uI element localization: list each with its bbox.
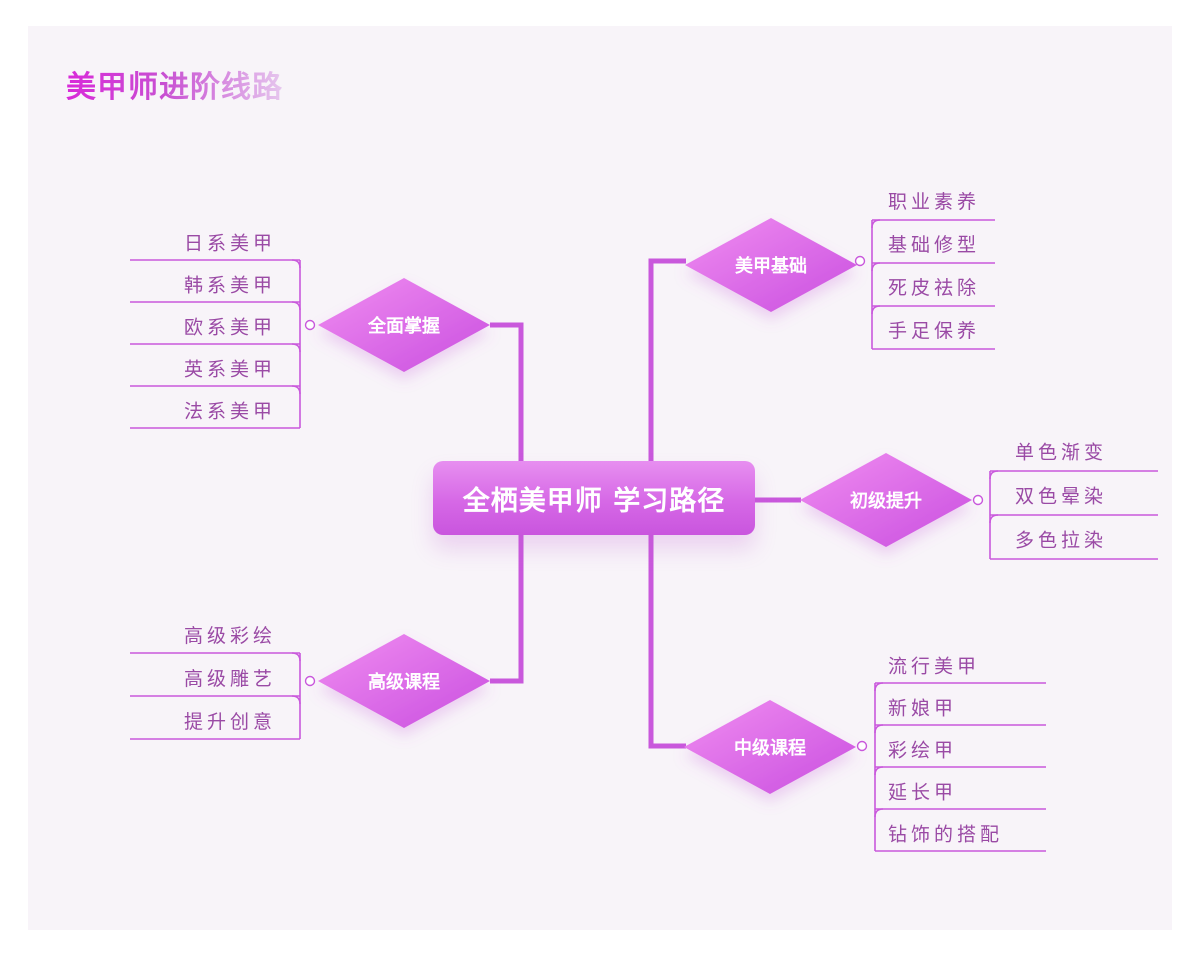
branch-1-bracket-hook bbox=[871, 219, 881, 229]
branch-1-item-4: 手足保养 bbox=[888, 320, 980, 342]
branch-4-bracket-hook bbox=[291, 385, 301, 395]
branch-2-item-2: 双色晕染 bbox=[1015, 486, 1107, 508]
branch-5-node[interactable]: 高级课程 bbox=[318, 634, 490, 728]
branch-4-item-2: 韩系美甲 bbox=[184, 275, 276, 297]
branch-2-item-1: 单色渐变 bbox=[1015, 442, 1107, 464]
branch-1-item-1: 职业素养 bbox=[888, 191, 980, 213]
branch-1-connector-dot bbox=[854, 255, 866, 267]
branch-4-connector-dot bbox=[304, 319, 316, 331]
branch-5-item-1: 高级彩绘 bbox=[184, 625, 276, 647]
branch-5-item-3: 提升创意 bbox=[184, 711, 276, 733]
branch-4-connector bbox=[490, 322, 524, 461]
branch-3-item-2: 新娘甲 bbox=[888, 698, 957, 720]
branch-2-diamond bbox=[800, 453, 972, 547]
branch-1-node[interactable]: 美甲基础 bbox=[685, 218, 857, 312]
branch-4-item-3: 欧系美甲 bbox=[184, 317, 276, 339]
branch-4-bracket-hook bbox=[291, 343, 301, 353]
branch-5-connector-dot bbox=[304, 675, 316, 687]
branch-3-bracket-hook bbox=[874, 724, 884, 734]
branch-3-connector-dot bbox=[856, 740, 868, 752]
branch-1-item-3: 死皮祛除 bbox=[888, 277, 980, 299]
branch-4-bracket-hook bbox=[291, 259, 301, 269]
branch-4-item-1: 日系美甲 bbox=[184, 233, 276, 255]
branch-4-bracket-hook bbox=[291, 301, 301, 311]
page-title: 美甲师进阶线路 bbox=[66, 62, 283, 106]
branch-3-item-1: 流行美甲 bbox=[888, 656, 980, 678]
center-node-label: 全栖美甲师 学习路径 bbox=[462, 485, 726, 517]
branch-5-connector bbox=[490, 535, 524, 684]
branch-2-bracket-hook bbox=[989, 514, 999, 524]
branch-2-connector-dot bbox=[972, 494, 984, 506]
branch-2-item-3: 多色拉染 bbox=[1015, 530, 1107, 552]
branch-5-diamond bbox=[318, 634, 490, 728]
branch-1-bracket-hook bbox=[871, 262, 881, 272]
branch-2-node[interactable]: 初级提升 bbox=[800, 453, 972, 547]
branch-5-bracket-hook bbox=[291, 652, 301, 662]
branch-4-label: 全面掌握 bbox=[368, 316, 440, 337]
branch-3-item-4: 延长甲 bbox=[888, 782, 957, 804]
branch-5-item-2: 高级雕艺 bbox=[184, 668, 276, 690]
branch-5-label: 高级课程 bbox=[368, 672, 440, 693]
branch-1-connector bbox=[648, 258, 686, 461]
branch-3-bracket-hook bbox=[874, 808, 884, 818]
branch-2-label: 初级提升 bbox=[850, 491, 922, 512]
branch-1-label: 美甲基础 bbox=[735, 256, 807, 277]
branch-4-item-4: 英系美甲 bbox=[184, 359, 276, 381]
branch-4-diamond bbox=[318, 278, 490, 372]
branch-1-diamond bbox=[685, 218, 857, 312]
branch-4-node[interactable]: 全面掌握 bbox=[318, 278, 490, 372]
center-node[interactable]: 全栖美甲师 学习路径 bbox=[433, 461, 755, 535]
branch-3-item-5: 钻饰的搭配 bbox=[888, 824, 1003, 846]
branch-3-diamond bbox=[684, 700, 856, 794]
branch-2-bracket-hook bbox=[989, 470, 999, 480]
branch-3-bracket-hook bbox=[874, 682, 884, 692]
branch-1-item-2: 基础修型 bbox=[888, 234, 980, 256]
branch-5-bracket-hook bbox=[291, 695, 301, 705]
branch-4-item-5: 法系美甲 bbox=[184, 401, 276, 423]
branch-3-label: 中级课程 bbox=[734, 738, 806, 759]
branch-3-connector bbox=[648, 535, 686, 749]
branch-3-item-3: 彩绘甲 bbox=[888, 740, 957, 762]
branch-3-bracket-hook bbox=[874, 766, 884, 776]
branch-1-bracket-hook bbox=[871, 305, 881, 315]
branch-3-node[interactable]: 中级课程 bbox=[684, 700, 856, 794]
